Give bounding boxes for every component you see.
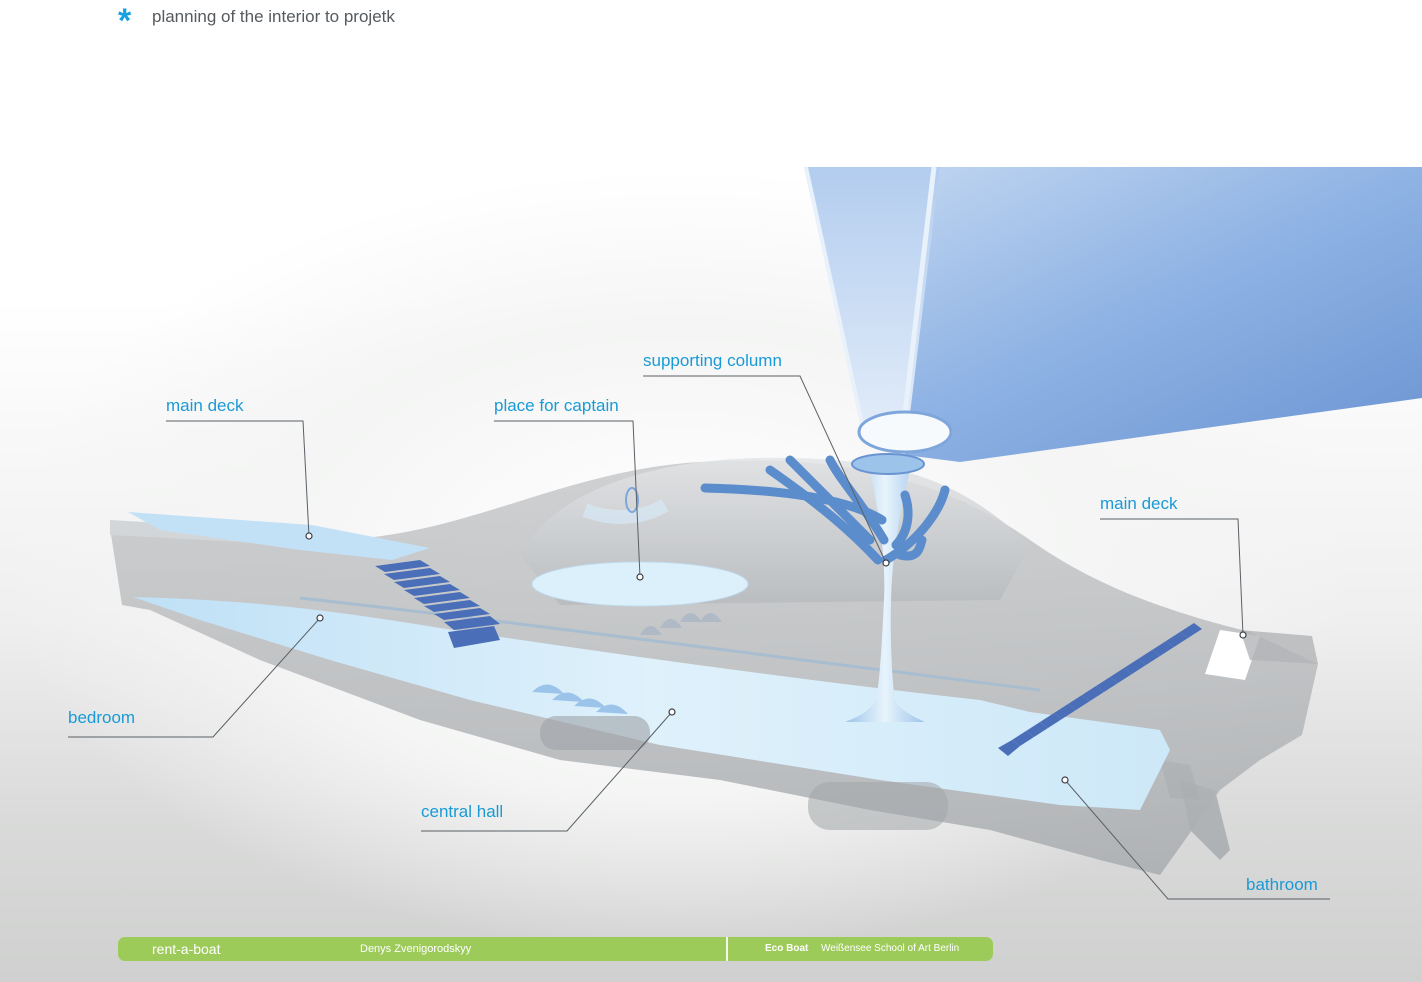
footer-project: Eco Boat [765,943,809,954]
label-central-hall: central hall [421,802,504,821]
footer-divider [726,937,728,961]
engine-pod [808,782,948,830]
label-main-deck-left: main deck [166,396,244,415]
page-title: planning of the interior to projetk [152,7,395,26]
staircase-left [375,560,500,648]
interior-floors [128,512,1318,810]
footer-author: Denys Zvenigorodskyy [360,943,472,955]
asterisk-icon: * [118,2,132,40]
label-bedroom: bedroom [68,708,136,727]
seats-captain [640,613,722,635]
footer-bar: rent-a-boat Denys Zvenigorodskyy Eco Boa… [118,937,993,961]
seats-hall [532,684,650,750]
footer-school: Weißensee School of Art Berlin [821,943,960,954]
sail [804,166,1422,462]
label-bathroom: bathroom [1246,875,1318,894]
label-main-deck-right: main deck [1100,494,1178,513]
supporting-column [582,453,950,722]
footer-brand: rent-a-boat [152,941,221,957]
anchor-points [305,532,1247,784]
label-place-for-captain: place for captain [494,396,619,415]
label-supporting-column: supporting column [643,351,782,370]
leader-lines [68,375,1330,900]
page-header: * planning of the interior to projetk [118,0,395,38]
staircase-right [998,623,1202,756]
